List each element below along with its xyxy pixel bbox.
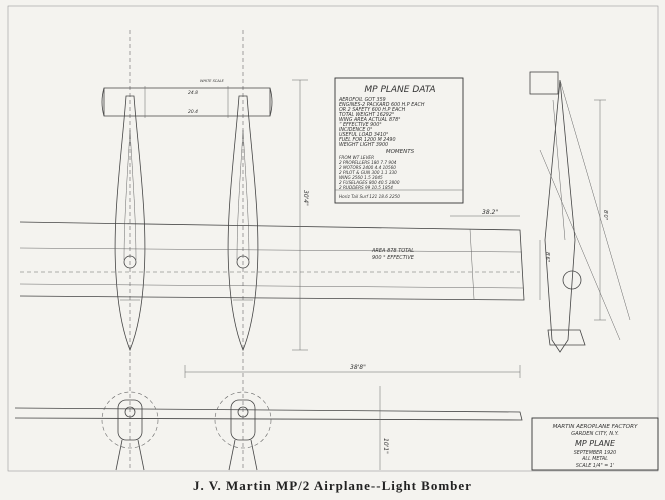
front-view bbox=[14, 391, 523, 471]
dimension-lines bbox=[184, 79, 521, 470]
data-line-10: WEIGHT LIGHT 3900 bbox=[339, 142, 388, 148]
title-block-line1: MARTIN AEROPLANE FACTORY bbox=[553, 424, 638, 430]
data-box-title: MP PLANE DATA bbox=[364, 85, 435, 95]
side-view bbox=[529, 71, 631, 353]
wing-area-note-line2: 900 ° EFFECTIVE bbox=[372, 255, 415, 261]
moments-heading: MOMENTS bbox=[386, 149, 415, 155]
moments-row-4: WING 2560 1.5 3045 bbox=[339, 175, 383, 180]
drawing-caption: J. V. Martin MP/2 Airplane--Light Bomber bbox=[193, 478, 472, 493]
span-right-label: 38.2" bbox=[482, 209, 498, 216]
length-label: 30'4" bbox=[302, 190, 309, 206]
title-block-line4: SEPTEMBER 1920 bbox=[574, 450, 616, 456]
moments-row-0: FROM WT LEVER bbox=[339, 155, 374, 160]
moments-row-5: 2 FUSELAGES 800 40.5 2800 bbox=[339, 180, 400, 185]
wing-area-note-line1: AREA 878 TOTAL bbox=[371, 248, 414, 254]
data-line-4: TOTAL WEIGHT 16292° bbox=[339, 112, 394, 118]
main-wing bbox=[19, 221, 525, 301]
title-block-line2: GARDEN CITY, N.Y. bbox=[571, 431, 619, 437]
data-line-6: “ EFFECTIVE 900° bbox=[339, 122, 382, 128]
left-fuselage bbox=[114, 95, 146, 352]
white-scale-label: WHITE SCALE bbox=[200, 79, 225, 83]
stab-small-label: 20.4 bbox=[188, 109, 198, 115]
data-line-7: INCIDENCE 0° bbox=[339, 127, 372, 133]
title-block: MARTIN AEROPLANE FACTORY GARDEN CITY, N.… bbox=[531, 417, 659, 471]
data-line-2: ENGINES-2 PACKARD 600 H.P EACH bbox=[339, 102, 425, 108]
height-label: 10'1" bbox=[382, 438, 389, 454]
horizontal-stabilizer bbox=[101, 86, 273, 118]
half-span-label: 38'8" bbox=[350, 364, 366, 371]
moments-row-6: 2 RUDDERS 99 10.5 1854 bbox=[339, 185, 393, 190]
plane-data-box: MP PLANE DATA AEROFOIL GOT 359 ENGINES-2… bbox=[334, 77, 464, 204]
right-fuselage bbox=[227, 95, 259, 352]
data-line-5: WING AREA ACTUAL 878° bbox=[339, 117, 401, 123]
chord-small-label: 24.8 bbox=[188, 90, 198, 96]
moments-row-7: Horiz Tail Surf 121 18.6 2250 bbox=[339, 194, 400, 199]
data-line-3: OR 2 SAFETY 600 H.P EACH bbox=[339, 107, 406, 113]
title-block-line3: MP PLANE bbox=[575, 439, 616, 448]
side-chord-label: 8'0" bbox=[602, 210, 608, 220]
moments-row-2: 2 MOTORS 2400 4.4 10560 bbox=[339, 165, 396, 170]
data-line-8: USEFUL LOAD 3410° bbox=[339, 132, 388, 138]
moments-row-3: 2 PILOT & GUN 300 1.1 330 bbox=[339, 170, 397, 175]
sheet-border bbox=[7, 5, 659, 472]
title-block-line5: ALL METAL bbox=[581, 456, 608, 462]
data-line-9: FUEL FOR 1200 M 2490 bbox=[339, 137, 396, 143]
gear-width-label: 8'6" bbox=[544, 252, 550, 262]
data-line-1: AEROFOIL GOT 359 bbox=[338, 97, 386, 103]
title-block-line6: SCALE 1/4" = 1' bbox=[576, 463, 614, 469]
moments-row-1: 2 PROPELLERS 180 7.7 904 bbox=[339, 160, 397, 165]
